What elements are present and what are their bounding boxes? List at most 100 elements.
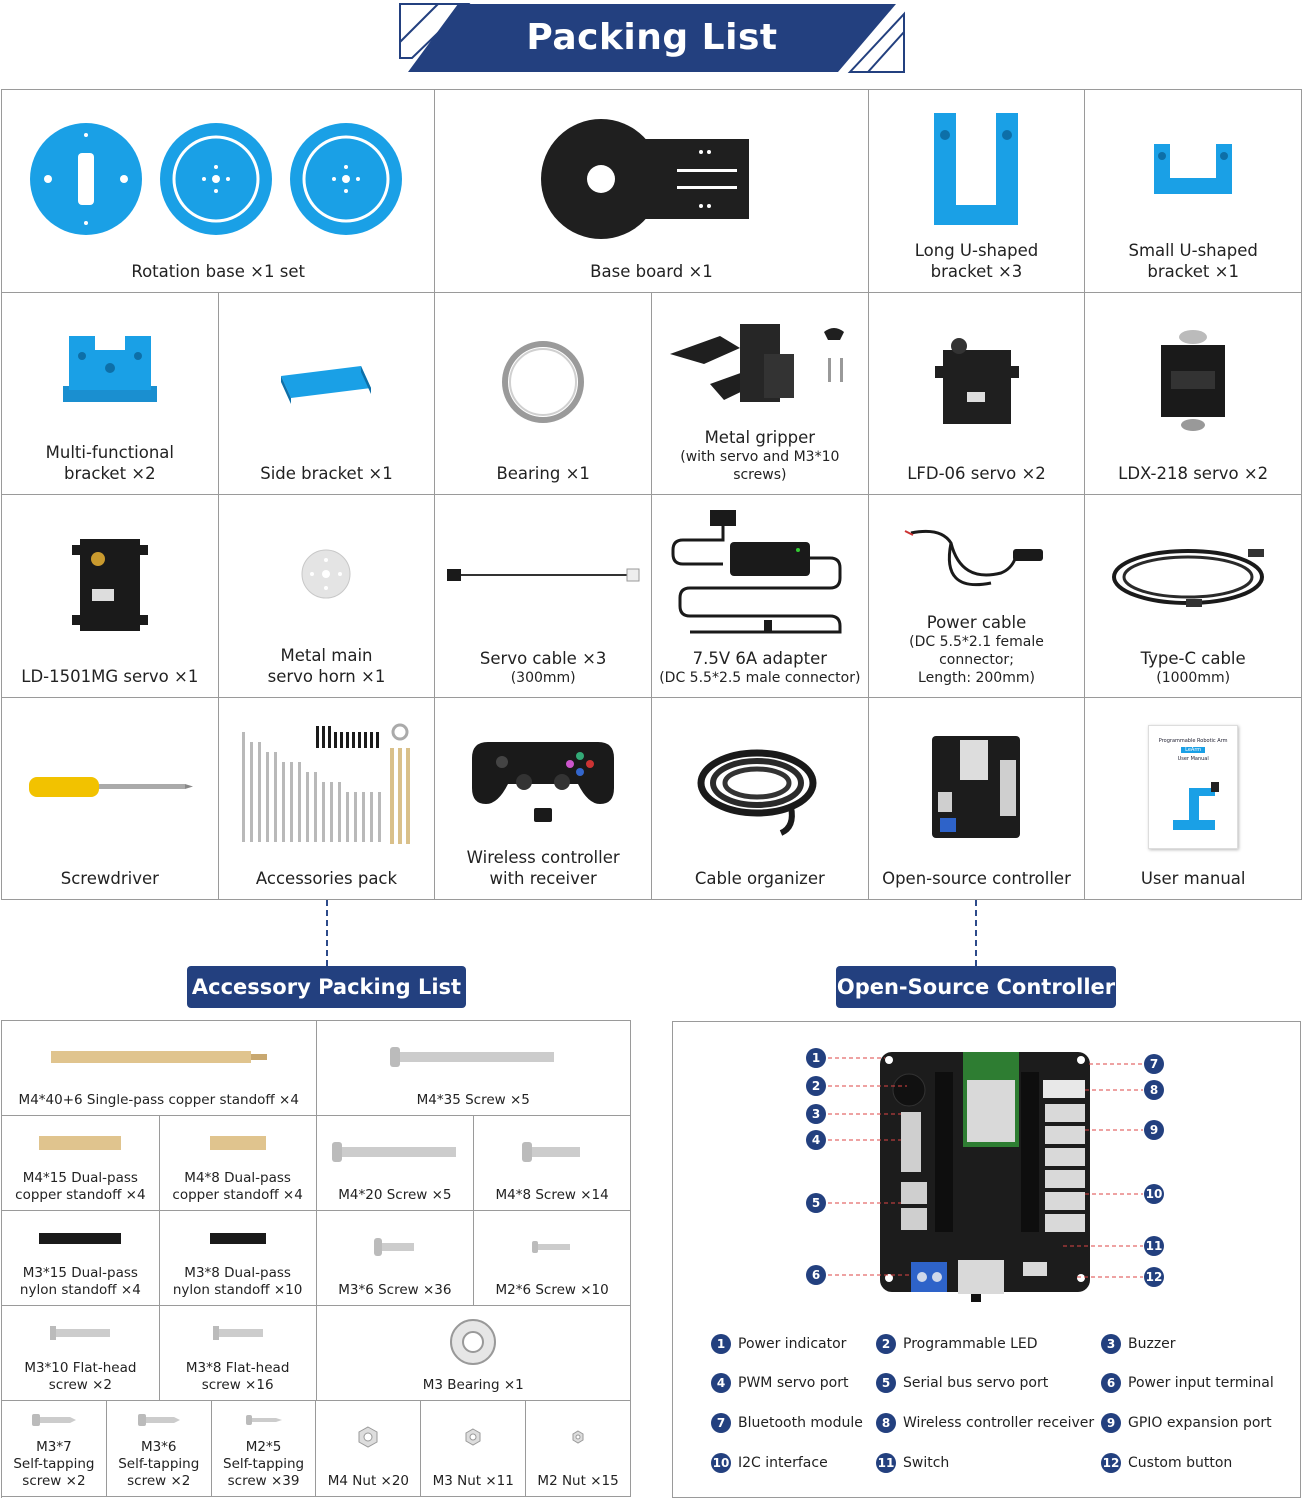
- item-user-manual: Programmable Robotic Arm LeArm User Manu…: [1085, 697, 1302, 900]
- banner-shape: [399, 3, 905, 73]
- ld1501mg-servo-icon: [71, 539, 148, 632]
- legend-label: Power indicator: [738, 1336, 847, 1352]
- accessory-grid: M4*40+6 Single-pass copper standoff ×4 M…: [1, 1020, 631, 1498]
- acc-item: M3*8 Flat-head screw ×16: [159, 1306, 317, 1401]
- marker-1: 1: [806, 1048, 826, 1068]
- acc-label: M4*8 Dual-pass copper standoff ×4: [172, 1170, 303, 1203]
- acc-item: M3*6 Self-tapping screw ×2: [106, 1401, 212, 1497]
- controller-diagram: [828, 1052, 1143, 1302]
- adapter-icon: [671, 509, 842, 634]
- marker-9: 9: [1144, 1120, 1164, 1140]
- acc-label: M3*6 Self-tapping screw ×2: [118, 1439, 200, 1489]
- legend-item: 10 I2C interface: [711, 1453, 828, 1473]
- acc-item: M3*6 Screw ×36: [316, 1211, 475, 1306]
- legend-label: Programmable LED: [903, 1336, 1038, 1352]
- power-cable-icon: [905, 530, 1044, 587]
- item-accessories-pack: Accessories pack: [218, 697, 436, 900]
- marker-7: 7: [1144, 1054, 1164, 1074]
- accessory-section-title: Accessory Packing List: [187, 966, 466, 1008]
- acc-item: M4*15 Dual-pass copper standoff ×4: [2, 1116, 160, 1211]
- cable-organizer-icon: [697, 749, 817, 836]
- item-label: Type-C cable(1000mm): [1140, 648, 1246, 686]
- self-tapping-screw-icon: [245, 1415, 282, 1425]
- acc-item: M2 Nut ×15: [526, 1401, 631, 1497]
- item-label: Small U-shaped bracket ×1: [1128, 240, 1258, 281]
- acc-item: M4*40+6 Single-pass copper standoff ×4: [2, 1021, 317, 1116]
- item-label: LFD-06 servo ×2: [907, 464, 1046, 483]
- nut-icon: [358, 1426, 378, 1448]
- item-ld1501mg-servo: LD-1501MG servo ×1: [2, 495, 219, 698]
- item-label: Screwdriver: [60, 869, 159, 888]
- item-label: Side bracket ×1: [260, 464, 393, 483]
- legend-number: 3: [1101, 1334, 1121, 1354]
- nylon-standoff-icon: [39, 1233, 122, 1244]
- acc-label: M2*5 Self-tapping screw ×39: [223, 1439, 305, 1489]
- screwdriver-icon: [28, 776, 193, 797]
- acc-label: M3*6 Screw ×36: [338, 1282, 452, 1298]
- marker-2: 2: [806, 1076, 826, 1096]
- packing-grid: Rotation base ×1 set Base board ×1 Long …: [1, 89, 1302, 900]
- acc-item: M4*35 Screw ×5: [316, 1021, 631, 1116]
- acc-item: M3*10 Flat-head screw ×2: [2, 1306, 160, 1401]
- legend-label: I2C interface: [738, 1455, 828, 1471]
- acc-label: M4*8 Screw ×14: [495, 1187, 609, 1203]
- legend-item: 12 Custom button: [1101, 1453, 1232, 1473]
- flat-head-screw-icon: [50, 1326, 111, 1340]
- manual-cover-brand: LeArm: [1181, 746, 1206, 753]
- screw-icon: [373, 1237, 414, 1256]
- legend-number: 2: [876, 1334, 896, 1354]
- legend-number: 12: [1101, 1453, 1121, 1473]
- item-label: Base board ×1: [590, 261, 713, 281]
- acc-item: M3 Bearing ×1: [316, 1306, 631, 1401]
- acc-label: M3*8 Dual-pass nylon standoff ×10: [172, 1265, 303, 1298]
- acc-label: M3 Nut ×11: [432, 1473, 514, 1489]
- base-board-icon: [541, 119, 750, 240]
- item-side-bracket: Side bracket ×1: [218, 292, 436, 495]
- legend-label: Custom button: [1128, 1455, 1233, 1471]
- acc-item: M4*8 Screw ×14: [474, 1116, 631, 1211]
- item-servo-cable: Servo cable ×3(300mm): [435, 495, 652, 698]
- item-long-u-bracket: Long U-shaped bracket ×3: [868, 90, 1086, 293]
- servo-cable-icon: [447, 568, 640, 582]
- item-metal-gripper: Metal gripper(with servo and M3*10 screw…: [652, 292, 869, 495]
- user-manual-cover: Programmable Robotic Arm LeArm User Manu…: [1148, 724, 1239, 849]
- item-label: Multi-functional bracket ×2: [45, 443, 175, 483]
- typec-cable-icon: [1112, 549, 1265, 608]
- metal-gripper-icon: [669, 323, 844, 402]
- page-title: Packing List: [526, 17, 778, 58]
- side-bracket-icon: [281, 365, 372, 404]
- item-label: Rotation base ×1 set: [131, 261, 305, 281]
- item-label: User manual: [1140, 869, 1246, 888]
- item-servo-horn: Metal main servo horn ×1: [218, 495, 436, 698]
- acc-item: M3*8 Dual-pass nylon standoff ×10: [159, 1211, 317, 1306]
- item-multi-bracket: Multi-functional bracket ×2: [2, 292, 219, 495]
- legend-label: Switch: [903, 1455, 950, 1471]
- marker-12: 12: [1144, 1267, 1164, 1287]
- item-label: Bearing ×1: [496, 464, 590, 483]
- acc-label: M3*15 Dual-pass nylon standoff ×4: [19, 1265, 141, 1298]
- connector-accessory: [326, 900, 328, 966]
- item-label: Wireless controller with receiver: [466, 848, 620, 888]
- item-label: Power cable(DC 5.5*2.1 female connector;…: [909, 612, 1044, 686]
- acc-label: M3*8 Flat-head screw ×16: [185, 1360, 290, 1393]
- item-open-source-controller: Open-source controller: [868, 697, 1086, 900]
- acc-item: M2*6 Screw ×10: [474, 1211, 631, 1306]
- self-tapping-screw-icon: [137, 1414, 180, 1426]
- item-ldx218-servo: LDX-218 servo ×2: [1085, 292, 1302, 495]
- legend-number: 8: [876, 1413, 896, 1433]
- item-label: Cable organizer: [694, 869, 825, 888]
- screw-icon: [331, 1141, 456, 1162]
- legend-number: 10: [711, 1453, 731, 1473]
- marker-6: 6: [806, 1265, 826, 1285]
- copper-standoff-icon: [39, 1136, 122, 1150]
- item-label: Metal gripper(with servo and M3*10 screw…: [680, 428, 840, 483]
- flat-head-screw-icon: [212, 1326, 263, 1340]
- acc-item: M2*5 Self-tapping screw ×39: [211, 1401, 317, 1497]
- nut-icon: [572, 1430, 584, 1444]
